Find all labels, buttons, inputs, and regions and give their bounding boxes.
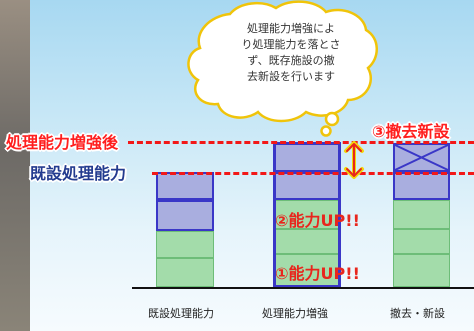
- category-label: 既設処理能力: [148, 307, 214, 320]
- upgraded-capacity-label: 処理能力増強後: [6, 133, 119, 152]
- existing-green-block-top: [156, 231, 214, 258]
- bubble-line: 処理能力増強によ: [247, 22, 335, 35]
- existing-green-block-bottom: [156, 258, 214, 287]
- step2-label: ②能力UP!!: [275, 211, 360, 230]
- bubble-line: 去新設を行います: [247, 70, 335, 83]
- existing-capacity-line: [152, 172, 474, 175]
- bubble-line: ず、既存施設の撤: [247, 54, 335, 67]
- demolish-cross-icon: [394, 144, 449, 171]
- baseline: [132, 287, 474, 289]
- existing-capacity-label: 既設処理能力: [30, 164, 127, 183]
- demolish-green-block-bottom: [393, 254, 450, 287]
- double-arrow-icon: [344, 141, 364, 179]
- increase-green-block-top: [274, 200, 340, 229]
- step1-label: ①能力UP!!: [275, 264, 360, 283]
- bubble-line: り処理能力を落とさ: [241, 38, 341, 51]
- bubble-text: 処理能力増強によ り処理能力を落とさ ず、既存施設の撤 去新設を行います: [217, 21, 365, 85]
- existing-blue-block-top: [156, 172, 214, 200]
- demolish-blue-block-bottom: [393, 172, 450, 200]
- demolish-green-block-top: [393, 200, 450, 229]
- upgraded-capacity-line: [128, 141, 474, 144]
- increase-green-block-middle: [274, 229, 340, 254]
- existing-blue-block-bottom: [156, 200, 214, 231]
- background-photo-strip: [0, 0, 30, 331]
- category-label: 処理能力増強: [262, 307, 328, 320]
- demolish-green-block-middle: [393, 229, 450, 254]
- step3-label: ③撤去新設: [372, 122, 450, 141]
- category-label: 撤去・新設: [390, 307, 445, 320]
